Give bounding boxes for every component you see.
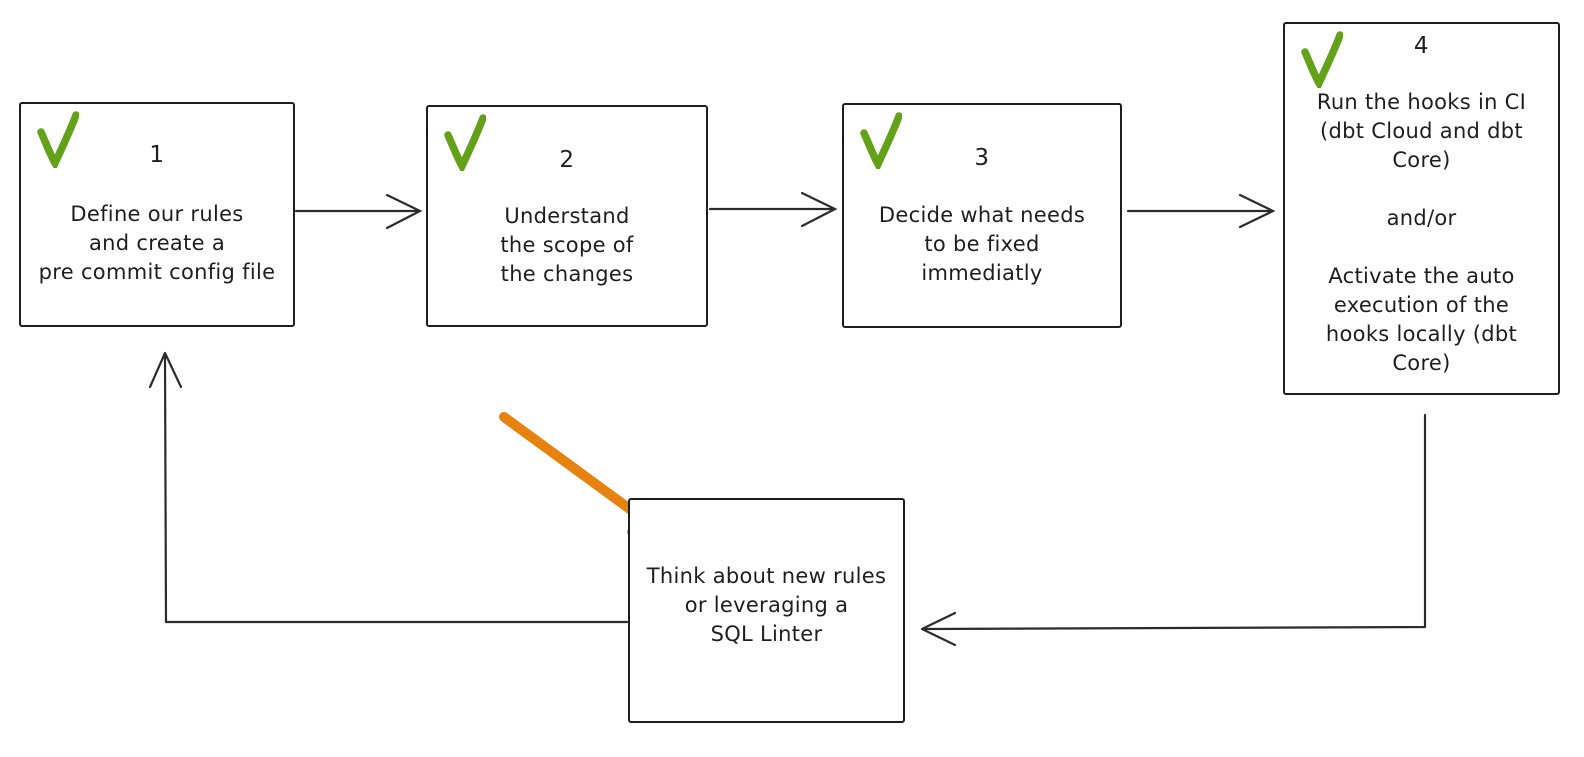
step-text-line: pre commit config file <box>38 260 276 284</box>
step-text-line: to be fixed <box>924 232 1040 256</box>
step-number: 4 <box>1413 33 1430 59</box>
step-box-3: 3 Decide what needs to be fixed immediat… <box>842 103 1122 328</box>
step-text-line: (dbt Cloud and dbt <box>1320 119 1523 143</box>
step-text-line: Define our rules <box>70 202 244 226</box>
step-box-1: 1 Define our rules and create a pre comm… <box>19 102 295 327</box>
step-text-line: and/or <box>1386 206 1457 230</box>
checkmark-icon <box>1301 31 1343 88</box>
step-text-line: Core) <box>1392 351 1451 375</box>
step-text-line: hooks locally (dbt <box>1325 322 1518 346</box>
checkmark-icon <box>37 111 79 168</box>
checkmark-icon <box>444 114 486 171</box>
step-text-line: the changes <box>500 262 634 286</box>
step-text: Decide what needs to be fixed immediatly <box>844 201 1120 288</box>
step-text-line: Understand <box>504 204 630 228</box>
step-text-line: immediatly <box>921 261 1043 285</box>
step-box-2: 2 Understand the scope of the changes <box>426 105 708 327</box>
arrow-step4-to-loop-box <box>920 413 1427 647</box>
loop-box-text-line: SQL Linter <box>710 622 823 646</box>
step-text-line: Run the hooks in CI <box>1316 90 1527 114</box>
step-text-line: and create a <box>89 231 225 255</box>
step-number: 3 <box>974 145 990 171</box>
step-box-4: 4 Run the hooks in CI (dbt Cloud and dbt… <box>1283 22 1560 395</box>
loop-box-text-line: or leveraging a <box>684 593 849 617</box>
loop-box-text: Think about new rules or leveraging a SQ… <box>630 562 903 649</box>
step-number: 1 <box>149 142 165 168</box>
step-text: Define our rules and create a pre commit… <box>21 200 293 287</box>
step-text: Understand the scope of the changes <box>428 202 706 289</box>
step-text-line: Activate the auto <box>1328 264 1515 288</box>
checkmark-icon <box>860 112 902 169</box>
step-text-line: the scope of <box>500 233 634 257</box>
loop-box: Think about new rules or leveraging a SQ… <box>628 498 905 723</box>
step-text-line <box>1285 175 1558 204</box>
arrow-step2-to-step3 <box>708 191 838 228</box>
step-text-line: Decide what needs <box>878 203 1086 227</box>
loop-box-text-line: Think about new rules <box>646 564 887 588</box>
step-text-line: execution of the <box>1333 293 1510 317</box>
step-text-line: Core) <box>1392 148 1451 172</box>
arrow-loop-box-to-step1 <box>148 351 629 624</box>
step-text: Run the hooks in CI (dbt Cloud and dbt C… <box>1285 88 1558 378</box>
step-number: 2 <box>559 147 575 173</box>
step-text-line <box>1285 233 1558 262</box>
arrow-step1-to-step2 <box>294 193 423 230</box>
arrow-step3-to-step4 <box>1126 193 1276 229</box>
